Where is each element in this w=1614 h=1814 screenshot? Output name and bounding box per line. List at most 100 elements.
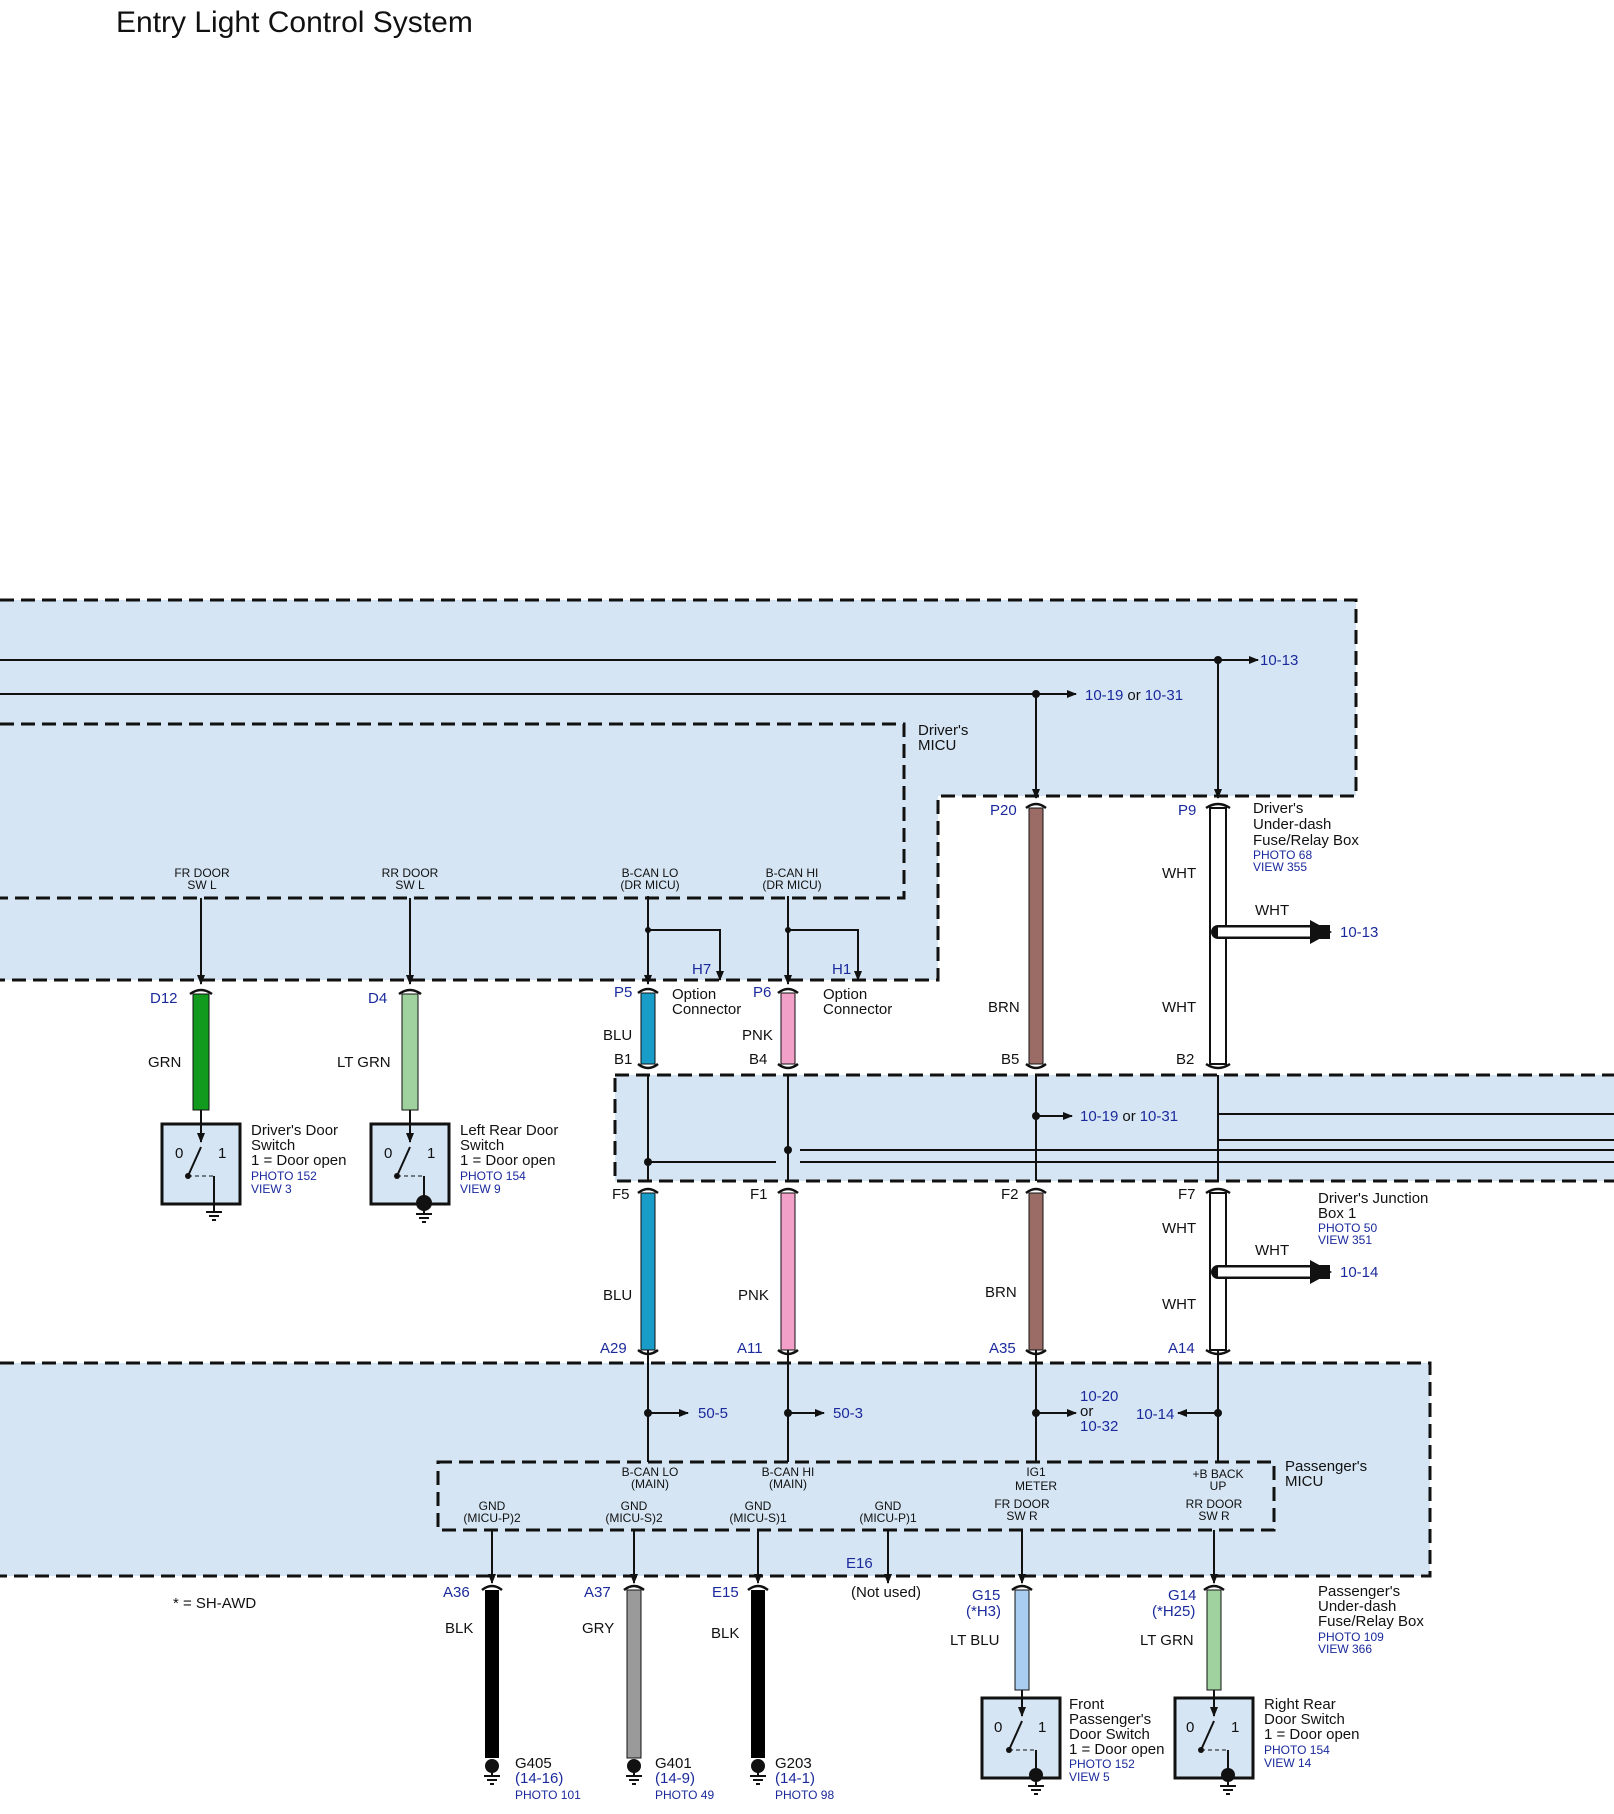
wire-blk-1 — [485, 1590, 499, 1758]
connector-H7: H7 — [692, 961, 711, 978]
drivers-door-switch-view[interactable]: VIEW 3 — [251, 1182, 292, 1196]
connector-G14: G14 — [1168, 1587, 1196, 1604]
ground-g203-photo[interactable]: PHOTO 98 — [775, 1788, 834, 1802]
ref-10-14-lower[interactable]: 10-14 — [1136, 1406, 1174, 1423]
drivers-fuse-label-1: Driver's — [1253, 800, 1303, 817]
switch-1-lr: 1 — [427, 1145, 435, 1162]
connector-A37: A37 — [584, 1584, 611, 1601]
passengers-fuse-label-2: Under-dash — [1318, 1598, 1396, 1615]
front-passengers-door-switch-photo[interactable]: PHOTO 152 — [1069, 1757, 1135, 1771]
drivers-fuse-label-3: Fuse/Relay Box — [1253, 832, 1359, 849]
wire-label-lt-grn-r: LT GRN — [1140, 1632, 1194, 1649]
right-rear-door-switch-label-3: 1 = Door open — [1264, 1726, 1360, 1743]
connector-A14: A14 — [1168, 1340, 1195, 1357]
connector-D4: D4 — [368, 990, 387, 1007]
ground-g401-photo[interactable]: PHOTO 49 — [655, 1788, 714, 1802]
wire-gry — [626, 1589, 642, 1759]
wire-label-wht-3: WHT — [1162, 999, 1196, 1016]
switch-0-fp: 0 — [994, 1719, 1002, 1736]
left-rear-door-switch — [369, 1110, 451, 1223]
pin-gnd-s1-2: (MICU-S)1 — [729, 1511, 787, 1525]
ref-10-14-splice[interactable]: 10-14 — [1340, 1264, 1378, 1281]
left-rear-door-switch-label-1: Left Rear Door — [460, 1122, 558, 1139]
left-rear-door-switch-view[interactable]: VIEW 9 — [460, 1182, 501, 1196]
wire-lt-blu — [1014, 1589, 1030, 1691]
front-passengers-door-switch-view[interactable]: VIEW 5 — [1069, 1770, 1110, 1784]
pin-fr-door-sw-r-2: SW R — [1006, 1509, 1038, 1523]
drivers-micu — [0, 722, 906, 900]
drivers-micu-label-1: Driver's — [918, 722, 968, 739]
connector-H25: (*H25) — [1152, 1603, 1195, 1620]
right-rear-door-switch — [1173, 1690, 1255, 1795]
ref-10-20[interactable]: 10-20 — [1080, 1388, 1118, 1405]
right-rear-door-switch-photo[interactable]: PHOTO 154 — [1264, 1743, 1330, 1757]
right-rear-door-switch-view[interactable]: VIEW 14 — [1264, 1756, 1312, 1770]
left-rear-door-switch-label-3: 1 = Door open — [460, 1152, 556, 1169]
connector-B1: B1 — [614, 1051, 632, 1068]
ground-g203-loc[interactable]: (14-1) — [775, 1770, 815, 1787]
wire-blu-lower — [640, 1192, 656, 1351]
option-connector-2-a: Option — [823, 986, 867, 1003]
drivers-door-switch-label-1: Driver's Door — [251, 1122, 338, 1139]
wire-label-pnk-2: PNK — [738, 1287, 769, 1304]
wire-label-blu-2: BLU — [603, 1287, 632, 1304]
switch-1-fp: 1 — [1038, 1719, 1046, 1736]
connector-D12: D12 — [150, 990, 178, 1007]
pin-gnd-s2-1: GND — [621, 1499, 648, 1513]
passengers-micu-label-2: MICU — [1285, 1473, 1323, 1490]
junction-box-photo[interactable]: PHOTO 50 — [1318, 1221, 1377, 1235]
drivers-door-switch-photo[interactable]: PHOTO 152 — [251, 1169, 317, 1183]
wire-pnk-lower — [780, 1192, 796, 1351]
junction-box-label-1: Driver's Junction — [1318, 1190, 1428, 1207]
pin-fr-door-sw-l-1: FR DOOR — [174, 866, 230, 880]
pin-bcan-hi-dr-2: (DR MICU) — [762, 878, 821, 892]
connector-A29: A29 — [600, 1340, 627, 1357]
left-rear-door-switch-photo[interactable]: PHOTO 154 — [460, 1169, 526, 1183]
wire-brn-lower — [1028, 1192, 1044, 1351]
ground-g401-loc[interactable]: (14-9) — [655, 1770, 695, 1787]
pin-gnd-s1-1: GND — [745, 1499, 772, 1513]
passengers-fuse-view[interactable]: VIEW 366 — [1318, 1642, 1372, 1656]
connector-H1: H1 — [832, 961, 851, 978]
connector-P5: P5 — [614, 984, 632, 1001]
pin-bcan-hi-main-2: (MAIN) — [769, 1477, 807, 1491]
switch-1-drv: 1 — [218, 1145, 226, 1162]
ref-10-32[interactable]: 10-32 — [1080, 1418, 1118, 1435]
wire-pnk-upper — [780, 992, 796, 1065]
pin-bcan-lo-dr-2: (DR MICU) — [620, 878, 679, 892]
wire-label-blk-2: BLK — [711, 1625, 739, 1642]
ground-g405-photo[interactable]: PHOTO 101 — [515, 1788, 581, 1802]
pin-ig1-1: IG1 — [1026, 1465, 1046, 1479]
front-passengers-door-switch — [980, 1690, 1062, 1795]
pin-rr-door-sw-l-1: RR DOOR — [382, 866, 439, 880]
connector-P20: P20 — [990, 802, 1017, 819]
front-passengers-door-switch-label-1: Front — [1069, 1696, 1105, 1713]
ref-10-13-splice[interactable]: 10-13 — [1340, 924, 1378, 941]
drivers-fuse-photo[interactable]: PHOTO 68 — [1253, 848, 1312, 862]
connector-P9: P9 — [1178, 802, 1196, 819]
passengers-fuse-label-1: Passenger's — [1318, 1583, 1400, 1600]
drivers-fuse-view[interactable]: VIEW 355 — [1253, 860, 1307, 874]
passengers-fuse-photo[interactable]: PHOTO 109 — [1318, 1630, 1384, 1644]
passengers-micu — [436, 1460, 1276, 1532]
ground-g405-loc[interactable]: (14-16) — [515, 1770, 563, 1787]
ref-50-5[interactable]: 50-5 — [698, 1405, 728, 1422]
pin-bcan-hi-main-1: B-CAN HI — [762, 1465, 815, 1479]
connector-A11: A11 — [737, 1340, 763, 1357]
junction-box-view[interactable]: VIEW 351 — [1318, 1233, 1372, 1247]
drivers-micu-label-2: MICU — [918, 737, 956, 754]
left-rear-door-switch-label-2: Switch — [460, 1137, 504, 1154]
pin-rr-door-sw-l-2: SW L — [395, 878, 425, 892]
wire-label-blu-1: BLU — [603, 1027, 632, 1044]
pin-bbackup-1: +B BACK — [1192, 1467, 1243, 1481]
wire-lt-grn — [401, 993, 419, 1111]
drivers-door-switch-label-3: 1 = Door open — [251, 1152, 347, 1169]
drivers-junction-box — [613, 1073, 1614, 1183]
option-connector-1-a: Option — [672, 986, 716, 1003]
ref-10-13-top[interactable]: 10-13 — [1260, 652, 1298, 669]
drivers-door-switch-label-2: Switch — [251, 1137, 295, 1154]
ref-50-3[interactable]: 50-3 — [833, 1405, 863, 1422]
pin-bcan-lo-dr-1: B-CAN LO — [622, 866, 679, 880]
